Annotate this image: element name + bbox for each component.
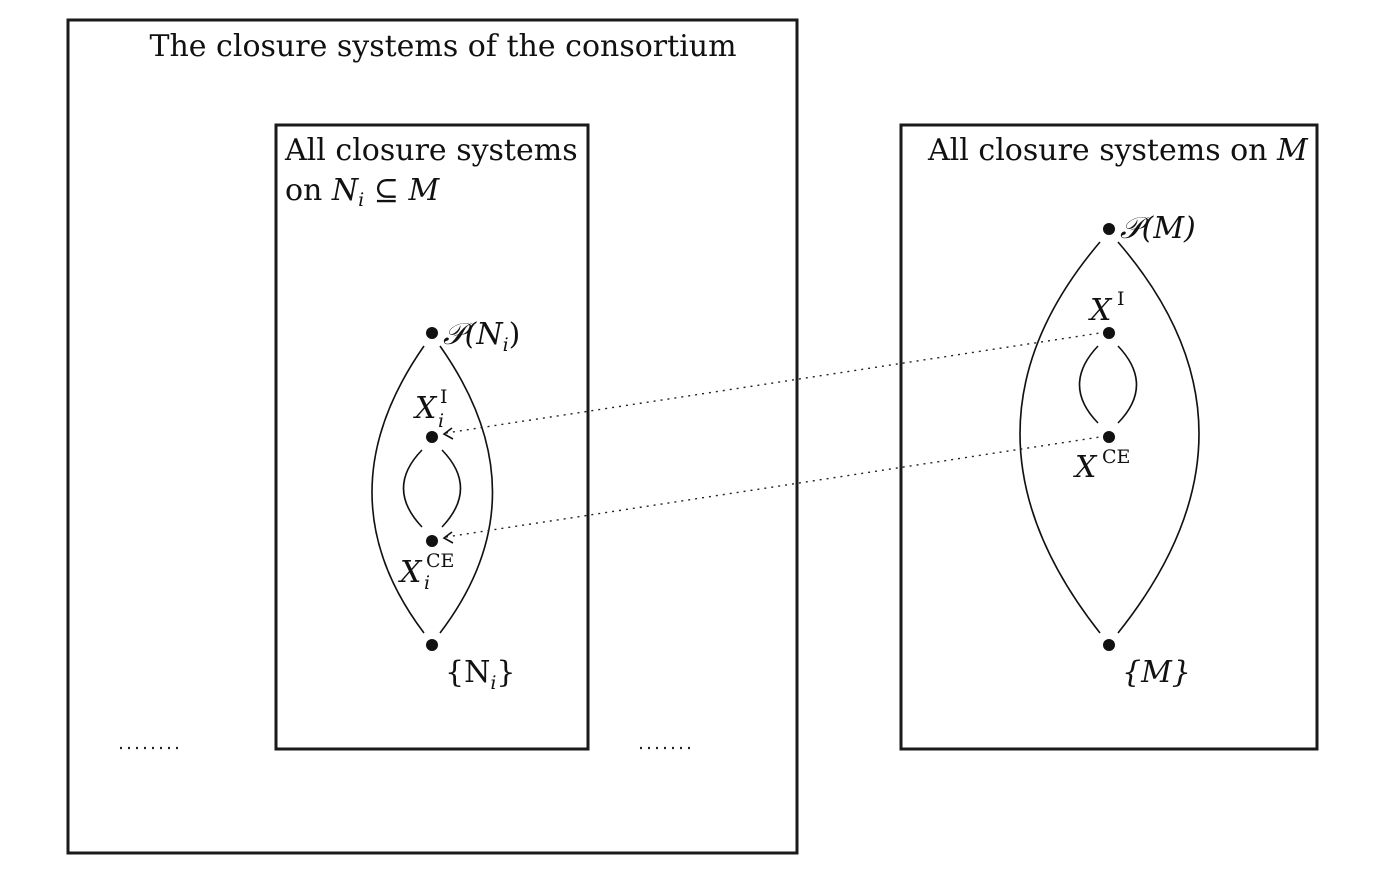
local-outer-arc-left	[371, 345, 425, 634]
global-label-xi-sup: I	[1117, 288, 1125, 310]
local-title-line1: All closure systems	[284, 133, 578, 168]
global-node-powerset	[1103, 223, 1115, 235]
global-inner-arc-left	[1078, 345, 1099, 424]
local-label-xce: X	[398, 555, 423, 590]
consortium-title: The closure systems of the consortium	[149, 29, 736, 64]
global-node-bottom	[1103, 639, 1115, 651]
local-outer-arc-right	[439, 345, 494, 634]
local-label-xi-sub: i	[438, 410, 444, 432]
global-inner-arc-right	[1117, 345, 1138, 424]
global-title: All closure systems on M	[927, 133, 1309, 168]
map-arrowhead-xi	[442, 427, 454, 440]
local-label-xce-sub: i	[424, 572, 430, 594]
global-label-powerset: 𝒫(M)	[1120, 211, 1196, 246]
map-line-xi	[445, 332, 1101, 434]
global-label-bottom: {M}	[1122, 655, 1191, 690]
local-label-powerset: 𝒫(Ni)	[443, 317, 520, 356]
local-label-bottom: {Ni}	[445, 655, 516, 694]
local-systems-frame	[274, 123, 590, 751]
global-outer-arc-right	[1117, 241, 1200, 634]
local-inner-arc-right	[441, 449, 462, 528]
local-label-xi-sup: I	[440, 386, 448, 408]
map-arrowhead-xce	[442, 531, 454, 544]
local-label-xi: X	[413, 391, 438, 426]
global-systems-frame	[899, 123, 1319, 751]
global-node-xi	[1103, 327, 1115, 339]
global-label-xce: X	[1073, 450, 1098, 485]
local-node-xi	[426, 431, 438, 443]
global-label-xi: X	[1088, 293, 1113, 328]
map-line-xce	[445, 436, 1101, 538]
global-label-xce-sup: CE	[1102, 446, 1130, 468]
local-title-line2: on Ni ⊆ M	[285, 173, 440, 211]
local-node-xce	[426, 535, 438, 547]
global-node-xce	[1103, 431, 1115, 443]
local-label-xce-sup: CE	[426, 550, 454, 572]
local-inner-arc-left	[402, 449, 423, 528]
global-outer-arc-left	[1019, 241, 1101, 634]
local-node-powerset	[426, 327, 438, 339]
consortium-frame	[66, 18, 799, 855]
local-node-bottom	[426, 639, 438, 651]
